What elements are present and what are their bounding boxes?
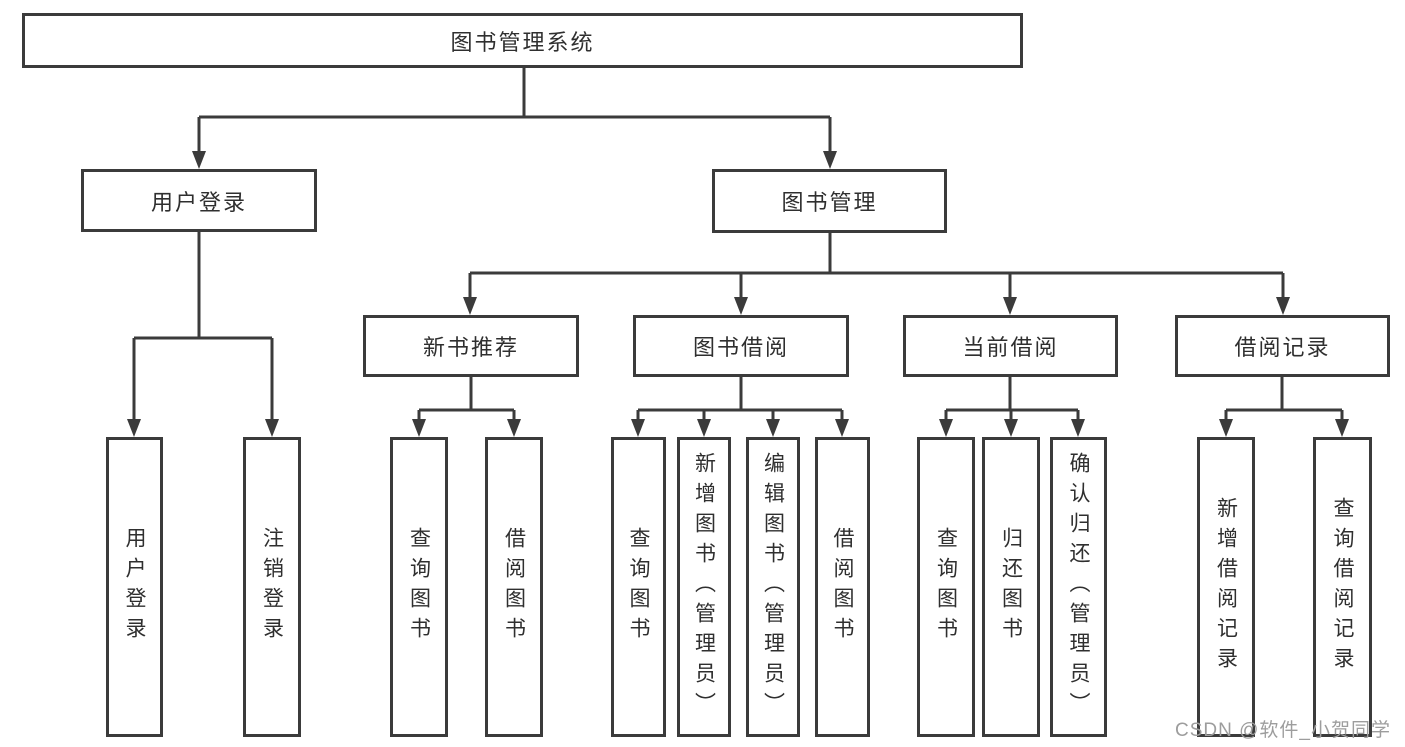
tree-edges	[132, 68, 1344, 421]
node-user-login: 用户登录	[81, 169, 317, 232]
leaf-recommend-borrow-books: 借阅图书	[485, 437, 543, 737]
leaf-borrow-query-books: 查询图书	[611, 437, 666, 737]
leaf-label: 编辑图书（管理员）	[761, 452, 785, 722]
node-new-book-recommendation: 新书推荐	[363, 315, 579, 377]
leaf-borrow-edit-books-admin: 编辑图书（管理员）	[746, 437, 800, 737]
leaf-records-query-borrow-record: 查询借阅记录	[1313, 437, 1372, 737]
leaf-label: 注销登录	[260, 527, 284, 647]
leaf-borrow-add-books-admin: 新增图书（管理员）	[677, 437, 731, 737]
leaf-label: 确认归还（管理员）	[1067, 452, 1091, 722]
leaf-borrow-borrow-books: 借阅图书	[815, 437, 870, 737]
leaf-user-login: 用户登录	[106, 437, 163, 737]
leaf-current-query-books: 查询图书	[917, 437, 975, 737]
leaf-label: 查询图书	[407, 527, 431, 647]
leaf-label: 用户登录	[123, 527, 147, 647]
leaf-records-add-borrow-record: 新增借阅记录	[1197, 437, 1255, 737]
leaf-label: 新增借阅记录	[1214, 497, 1238, 677]
node-root: 图书管理系统	[22, 13, 1023, 68]
leaf-label: 归还图书	[999, 527, 1023, 647]
leaf-current-return-books: 归还图书	[982, 437, 1040, 737]
node-current-borrowing: 当前借阅	[903, 315, 1118, 377]
node-borrowing-records: 借阅记录	[1175, 315, 1390, 377]
leaf-label: 查询借阅记录	[1331, 497, 1355, 677]
node-book-borrowing: 图书借阅	[633, 315, 849, 377]
leaf-label: 查询图书	[934, 527, 958, 647]
watermark: CSDN @软件_小贺同学	[1175, 720, 1391, 741]
leaf-label: 借阅图书	[831, 527, 855, 647]
node-book-management: 图书管理	[712, 169, 947, 233]
leaf-current-confirm-return-admin: 确认归还（管理员）	[1050, 437, 1107, 737]
leaf-label: 新增图书（管理员）	[692, 452, 716, 722]
leaf-logout: 注销登录	[243, 437, 301, 737]
leaf-label: 查询图书	[627, 527, 651, 647]
leaf-label: 借阅图书	[502, 527, 526, 647]
leaf-recommend-query-books: 查询图书	[390, 437, 448, 737]
